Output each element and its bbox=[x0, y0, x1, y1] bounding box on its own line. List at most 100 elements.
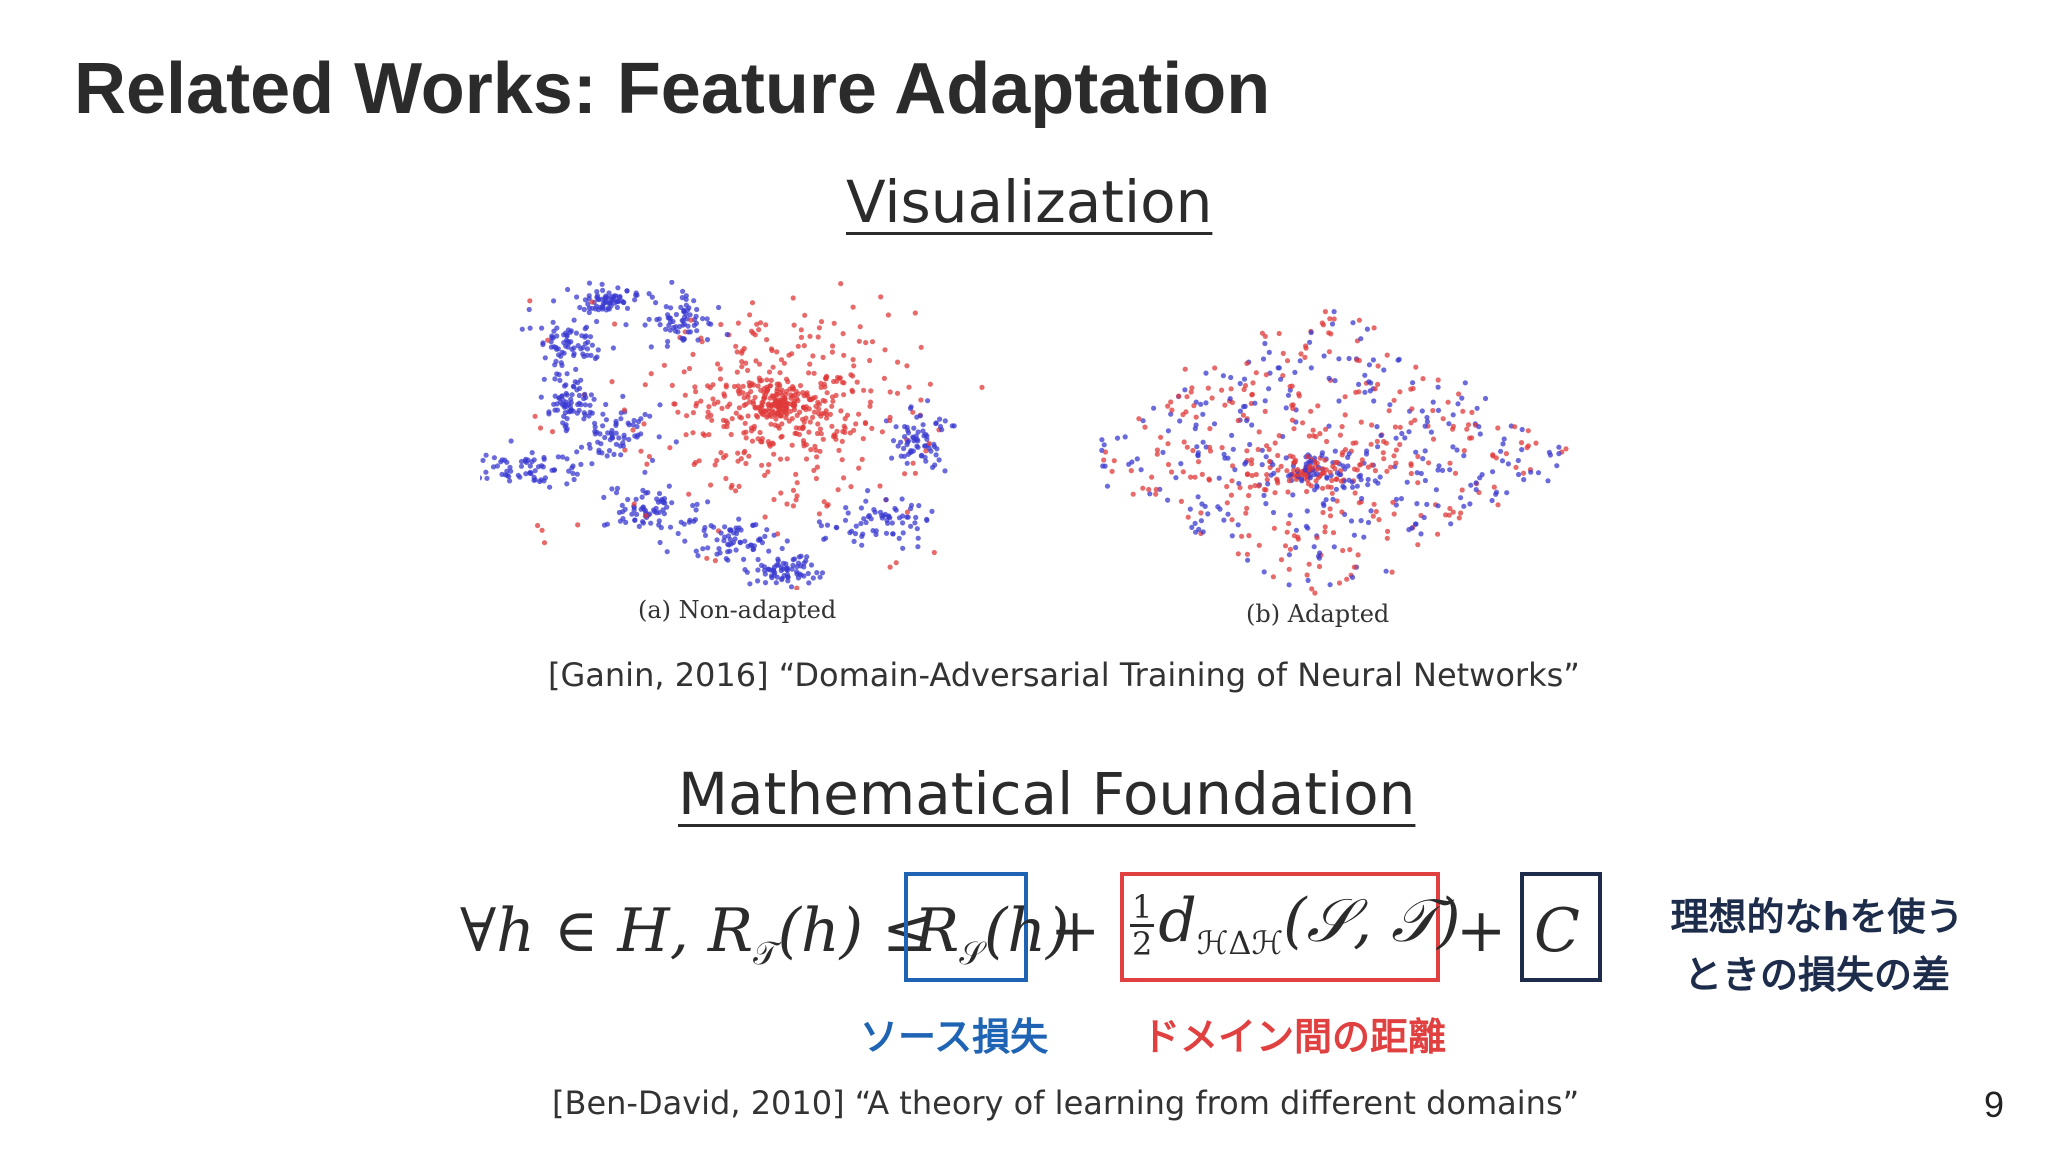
scatter-point-source bbox=[1398, 496, 1404, 502]
scatter-point-source bbox=[1482, 395, 1489, 402]
scatter-point-source bbox=[1547, 452, 1553, 458]
scatter-point-source bbox=[933, 452, 939, 458]
scatter-point-target bbox=[641, 421, 647, 427]
scatter-point-target bbox=[1397, 441, 1403, 448]
scatter-point-target bbox=[902, 471, 908, 477]
scatter-point-target bbox=[688, 317, 694, 323]
scatter-point-target bbox=[749, 438, 756, 444]
scatter-point-source bbox=[685, 329, 691, 335]
scatter-point-target bbox=[1430, 436, 1437, 442]
scatter-point-target bbox=[786, 418, 792, 424]
scatter-point-target bbox=[850, 357, 856, 363]
scatter-point-target bbox=[1146, 486, 1152, 493]
scatter-point-source bbox=[1447, 467, 1453, 473]
scatter-point-target bbox=[1450, 509, 1456, 515]
scatter-point-source bbox=[783, 565, 789, 571]
scatter-point-source bbox=[908, 523, 914, 529]
scatter-point-target bbox=[549, 429, 556, 435]
scatter-point-center bbox=[1192, 474, 1198, 480]
scatter-point-source bbox=[1297, 358, 1303, 364]
scatter-point-source bbox=[722, 534, 728, 540]
scatter-point-target bbox=[1340, 547, 1346, 554]
scatter-point-source bbox=[1193, 529, 1199, 535]
scatter-point-target bbox=[1312, 590, 1318, 596]
scatter-point-source bbox=[741, 556, 747, 562]
scatter-point-source bbox=[896, 535, 902, 541]
scatter-point-target bbox=[792, 430, 798, 436]
scatter-point-target bbox=[1314, 535, 1320, 541]
scatter-point-target bbox=[768, 377, 774, 383]
scatter-point-source bbox=[1265, 481, 1271, 487]
scatter-point-target bbox=[811, 370, 817, 376]
scatter-point-target bbox=[532, 413, 538, 419]
scatter-point-source bbox=[1446, 421, 1452, 427]
scatter-point-target bbox=[824, 390, 830, 396]
scatter-point-source bbox=[1194, 444, 1200, 450]
scatter-point-target bbox=[1331, 316, 1337, 322]
scatter-adapted bbox=[1099, 309, 1569, 596]
page-number: 9 bbox=[1984, 1084, 2005, 1125]
scatter-point-target bbox=[1190, 447, 1196, 454]
scatter-point-source bbox=[1266, 349, 1272, 355]
scatter-point-target bbox=[742, 420, 748, 426]
scatter-point-target bbox=[1181, 439, 1187, 445]
scatter-point-target bbox=[1412, 417, 1418, 423]
scatter-point-target bbox=[721, 391, 727, 397]
scatter-point-target bbox=[831, 320, 837, 326]
scatter-point-source bbox=[620, 440, 626, 446]
scatter-point-source bbox=[609, 297, 615, 303]
scatter-point-source bbox=[788, 584, 795, 590]
scatter-point-source bbox=[708, 321, 714, 327]
scatter-point-target bbox=[798, 327, 804, 333]
scatter-point-target bbox=[746, 453, 752, 459]
scatter-point-target bbox=[772, 422, 778, 428]
scatter-point-source bbox=[483, 469, 489, 475]
scatter-point-source bbox=[581, 410, 587, 416]
scatter-point-target bbox=[820, 436, 826, 442]
scatter-point-target bbox=[765, 439, 771, 445]
scatter-point-source bbox=[1308, 329, 1314, 336]
scatter-point-target bbox=[710, 382, 716, 388]
scatter-point-target bbox=[690, 351, 696, 357]
scatter-point-center bbox=[1408, 461, 1414, 467]
scatter-point-source bbox=[1308, 365, 1314, 371]
scatter-point-source bbox=[633, 496, 639, 502]
scatter-point-target bbox=[1337, 432, 1343, 438]
scatter-point-target bbox=[817, 426, 823, 432]
scatter-point-center bbox=[1323, 497, 1329, 503]
scatter-point-target bbox=[535, 522, 541, 529]
scatter-point-target bbox=[1302, 354, 1308, 360]
scatter-point-center bbox=[1332, 466, 1338, 472]
scatter-point-target bbox=[862, 420, 869, 427]
scatter-point-source bbox=[761, 564, 768, 570]
scatter-point-target bbox=[861, 387, 867, 393]
scatter-point-target bbox=[931, 549, 937, 556]
scatter-point-source bbox=[1406, 527, 1412, 533]
scatter-point-source bbox=[648, 344, 654, 350]
scatter-point-target bbox=[815, 399, 821, 405]
scatter-point-target bbox=[774, 349, 780, 355]
scatter-point-target bbox=[1284, 358, 1291, 364]
scatter-point-target bbox=[1136, 416, 1142, 422]
scatter-point-center bbox=[1295, 467, 1301, 473]
scatter-point-target bbox=[1464, 426, 1470, 432]
scatter-point-target bbox=[1195, 459, 1202, 465]
scatter-point-target bbox=[841, 352, 847, 358]
scatter-point-source bbox=[1182, 387, 1188, 393]
scatter-point-source bbox=[1371, 398, 1377, 404]
scatter-point-source bbox=[658, 525, 664, 531]
scatter-point-source bbox=[568, 407, 574, 413]
scatter-point-target bbox=[778, 406, 784, 412]
scatter-point-source bbox=[883, 497, 889, 503]
scatter-point-target bbox=[912, 470, 918, 476]
scatter-point-source bbox=[1362, 389, 1368, 395]
scatter-point-target bbox=[1469, 409, 1475, 415]
scatter-point-target bbox=[705, 383, 711, 389]
scatter-point-source bbox=[613, 430, 619, 436]
scatter-point-target bbox=[1240, 412, 1246, 418]
scatter-point-source bbox=[1504, 490, 1510, 496]
scatter-point-target bbox=[1212, 365, 1218, 371]
scatter-point-target bbox=[818, 319, 825, 325]
caption-non-adapted: (a) Non-adapted bbox=[638, 596, 837, 624]
scatter-point-target bbox=[721, 423, 727, 430]
